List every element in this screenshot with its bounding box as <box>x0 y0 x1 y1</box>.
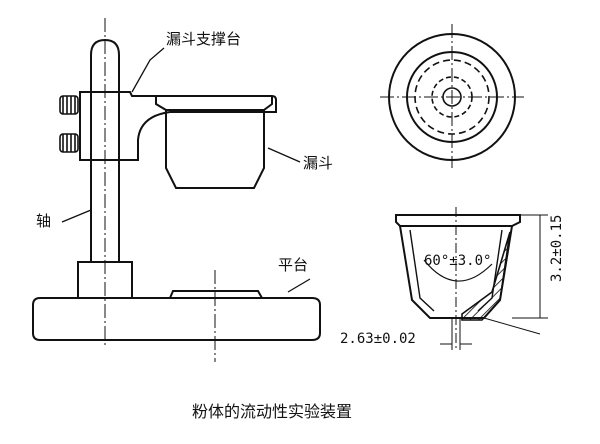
clamp-knob-lower <box>59 133 79 153</box>
angle-dimension: 60°±3.0° <box>424 253 491 269</box>
column-foot <box>77 261 133 299</box>
base-plate <box>32 297 321 341</box>
label-leaders <box>61 47 311 293</box>
platform-pad <box>169 290 263 299</box>
height-dimension: 3.2±0.15 <box>549 215 565 282</box>
funnel-section-view <box>395 207 548 350</box>
clamp-knob-upper <box>59 95 79 115</box>
support-arm <box>79 91 277 161</box>
label-funnel-support: 漏斗支撑台 <box>166 30 241 48</box>
figure-caption: 粉体的流动性实验装置 <box>192 402 352 421</box>
section-hatch <box>461 231 511 321</box>
label-shaft: 轴 <box>36 212 51 230</box>
funnel-top-view <box>380 24 524 168</box>
apparatus-side-view <box>32 18 321 362</box>
label-platform: 平台 <box>278 256 308 274</box>
funnel-side <box>155 96 273 189</box>
orifice-dimension: 2.63±0.02 <box>340 331 416 347</box>
label-funnel: 漏斗 <box>303 154 333 172</box>
